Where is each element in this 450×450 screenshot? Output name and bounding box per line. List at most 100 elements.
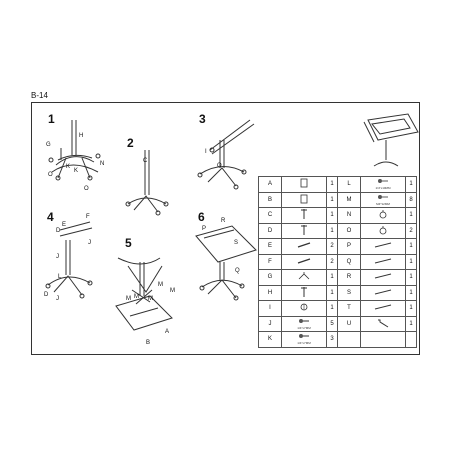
svg-text:J: J bbox=[88, 240, 91, 246]
part-picture bbox=[281, 284, 327, 301]
svg-text:A: A bbox=[165, 329, 169, 335]
part-picture bbox=[360, 253, 406, 270]
part-picture bbox=[281, 269, 327, 286]
part-quantity: 1 bbox=[405, 238, 417, 255]
part-picture bbox=[360, 315, 406, 332]
part-quantity: 1 bbox=[326, 284, 338, 301]
part-size-note: 1/4"x10MM bbox=[375, 186, 391, 191]
panel-icon bbox=[299, 194, 309, 206]
bar-icon bbox=[296, 258, 312, 267]
svg-text:N: N bbox=[100, 161, 104, 167]
svg-text:H: H bbox=[79, 133, 83, 139]
step5-drawing bbox=[115, 257, 173, 331]
part-quantity: 1 bbox=[405, 300, 417, 317]
part-size-note: 1/4"x7MM bbox=[297, 325, 311, 330]
svg-text:I: I bbox=[205, 149, 207, 155]
step-number-1: 1 bbox=[48, 112, 55, 126]
svg-text:C: C bbox=[143, 158, 148, 164]
tube-icon bbox=[297, 224, 311, 238]
part-quantity: 1 bbox=[405, 269, 417, 286]
svg-text:O: O bbox=[48, 172, 53, 178]
part-quantity: 1 bbox=[405, 315, 417, 332]
part-quantity: 1 bbox=[405, 284, 417, 301]
part-letter: A bbox=[258, 176, 282, 193]
part-quantity: 2 bbox=[405, 222, 417, 239]
part-quantity: 1 bbox=[326, 176, 338, 193]
bolt-icon bbox=[298, 318, 310, 326]
empty-cell bbox=[405, 331, 417, 348]
part-letter: D bbox=[258, 222, 282, 239]
svg-text:E: E bbox=[62, 222, 66, 228]
part-letter: Q bbox=[337, 253, 361, 270]
svg-text:J: J bbox=[56, 254, 59, 260]
step-number-3: 3 bbox=[199, 112, 206, 126]
rail-icon bbox=[373, 273, 393, 282]
part-picture bbox=[281, 222, 327, 239]
part-picture bbox=[360, 284, 406, 301]
step1-drawing bbox=[48, 120, 101, 181]
screw-icon bbox=[377, 194, 389, 202]
svg-text:P: P bbox=[202, 226, 206, 232]
caster-icon bbox=[378, 225, 388, 237]
bar-icon bbox=[296, 242, 312, 251]
part-letter: L bbox=[337, 176, 361, 193]
svg-text:R: R bbox=[221, 218, 226, 224]
part-picture bbox=[281, 176, 327, 193]
part-quantity: 3 bbox=[326, 331, 338, 348]
tube-icon bbox=[297, 209, 311, 222]
part-letter: H bbox=[258, 284, 282, 301]
svg-text:S: S bbox=[234, 240, 238, 246]
callout-labels: H G K K O N O C I O F E D J J L D J M M … bbox=[44, 133, 240, 346]
finished-desk-drawing bbox=[363, 113, 419, 167]
part-quantity: 8 bbox=[405, 191, 417, 208]
part-letter: B bbox=[258, 191, 282, 208]
part-letter: J bbox=[258, 315, 282, 332]
part-letter: O bbox=[337, 222, 361, 239]
part-picture: M4*12MM bbox=[360, 191, 406, 208]
step2-drawing bbox=[125, 150, 169, 216]
instruction-frame bbox=[31, 102, 420, 355]
part-picture bbox=[360, 238, 406, 255]
step-number-5: 5 bbox=[125, 236, 132, 250]
base-icon bbox=[297, 272, 311, 283]
part-picture bbox=[360, 207, 406, 224]
part-letter: K bbox=[258, 331, 282, 348]
svg-text:J: J bbox=[56, 296, 59, 302]
svg-text:K: K bbox=[66, 164, 70, 170]
panel-icon bbox=[299, 178, 309, 190]
wrench-icon bbox=[376, 319, 390, 330]
bolt-icon bbox=[298, 334, 310, 341]
step4-drawing bbox=[45, 221, 93, 299]
svg-text:O: O bbox=[217, 163, 222, 169]
step6-drawing bbox=[195, 225, 257, 301]
part-letter: M bbox=[337, 191, 361, 208]
part-quantity: 1 bbox=[326, 269, 338, 286]
part-quantity: 1 bbox=[326, 222, 338, 239]
step3-drawing bbox=[197, 119, 255, 190]
part-quantity: 1 bbox=[405, 253, 417, 270]
part-picture: 1/4"x7MM bbox=[281, 331, 327, 348]
part-picture bbox=[360, 269, 406, 286]
step-number-2: 2 bbox=[127, 136, 134, 150]
part-quantity: 1 bbox=[326, 300, 338, 317]
part-quantity: 2 bbox=[326, 253, 338, 270]
svg-text:M: M bbox=[126, 296, 131, 302]
part-picture bbox=[281, 253, 327, 270]
part-size-note: M4*12MM bbox=[376, 201, 390, 206]
svg-text:L: L bbox=[58, 274, 62, 280]
svg-text:K: K bbox=[74, 168, 78, 174]
part-picture bbox=[360, 300, 406, 317]
svg-text:Q: Q bbox=[235, 268, 240, 274]
part-letter: R bbox=[337, 269, 361, 286]
rail-icon bbox=[373, 289, 393, 298]
part-letter: N bbox=[337, 207, 361, 224]
part-letter: S bbox=[337, 284, 361, 301]
